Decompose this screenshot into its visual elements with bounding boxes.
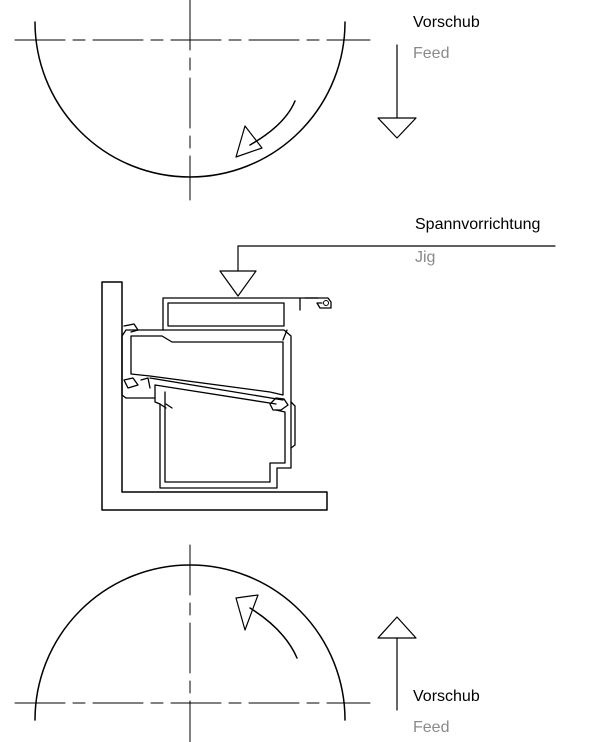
feed-bottom-label-de: Vorschub xyxy=(413,688,480,705)
bottom-rotation-arrow xyxy=(249,607,298,659)
feed-arrow-down xyxy=(377,44,417,139)
jig-clamp xyxy=(219,245,556,297)
jig-label-de: Spannvorrichtung xyxy=(415,216,541,233)
top-rotation-arrow xyxy=(249,100,296,146)
feed-top-label-en: Feed xyxy=(413,45,450,62)
feed-top-label-de: Vorschub xyxy=(413,14,480,31)
fixture-bracket xyxy=(101,281,328,511)
bottom-cutter xyxy=(14,544,371,742)
bottom-rotation-arrowhead xyxy=(235,594,259,631)
top-cutter xyxy=(14,0,371,201)
feed-arrow-up xyxy=(377,616,417,711)
jig-label-en: Jig xyxy=(415,249,436,266)
feed-bottom-label-en: Feed xyxy=(413,719,450,736)
window-profile xyxy=(121,297,332,489)
top-rotation-arrowhead xyxy=(235,125,263,158)
